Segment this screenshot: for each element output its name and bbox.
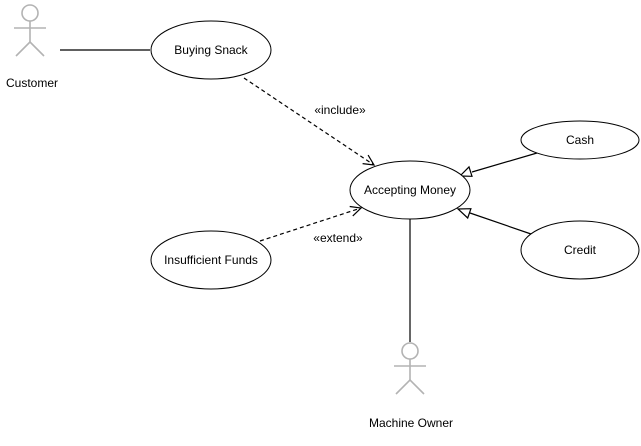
include-dashed-line: [243, 77, 375, 166]
use-case-credit-label: Credit: [564, 243, 597, 257]
actor-machine-owner-label: Machine Owner: [369, 416, 453, 430]
credit-generalization-line: [469, 212, 532, 235]
include-arrowhead: [362, 154, 376, 166]
credit-generalization: [456, 208, 532, 235]
credit-generalization-triangle: [456, 208, 472, 220]
use-case-credit[interactable]: Credit: [520, 220, 640, 280]
use-case-accepting-money-ellipse[interactable]: [349, 160, 471, 220]
use-case-cash-label: Cash: [566, 133, 594, 147]
cash-generalization: [458, 152, 538, 177]
extend-relationship: [259, 205, 363, 242]
use-case-buying-snack-ellipse[interactable]: [150, 20, 272, 80]
use-case-accepting-money[interactable]: Accepting Money: [349, 160, 471, 220]
include-relationship: [243, 77, 376, 166]
extend-label: «extend»: [313, 231, 363, 245]
cash-generalization-line: [471, 152, 538, 173]
use-case-cash-ellipse[interactable]: [520, 120, 640, 160]
extend-arrowhead: [349, 205, 363, 217]
use-case-buying-snack-label: Buying Snack: [174, 43, 248, 57]
use-case-insufficient-funds[interactable]: Insufficient Funds: [150, 230, 272, 290]
use-case-buying-snack[interactable]: Buying Snack: [150, 20, 272, 80]
use-case-accepting-money-label: Accepting Money: [364, 183, 456, 197]
actor-machine-owner[interactable]: Machine Owner: [369, 342, 453, 430]
actor-customer[interactable]: Customer: [6, 4, 58, 90]
cash-generalization-triangle: [458, 165, 473, 177]
actor-customer-label: Customer: [6, 76, 58, 90]
customer-stick-figure-icon: [14, 4, 46, 57]
use-case-insufficient-funds-ellipse[interactable]: [150, 230, 272, 290]
include-label: «include»: [314, 103, 366, 117]
extend-dashed-line: [259, 207, 362, 242]
use-case-insufficient-funds-label: Insufficient Funds: [164, 253, 258, 267]
use-case-credit-ellipse[interactable]: [520, 220, 640, 280]
machine-owner-stick-figure-icon: [394, 342, 426, 395]
use-case-cash[interactable]: Cash: [520, 120, 640, 160]
